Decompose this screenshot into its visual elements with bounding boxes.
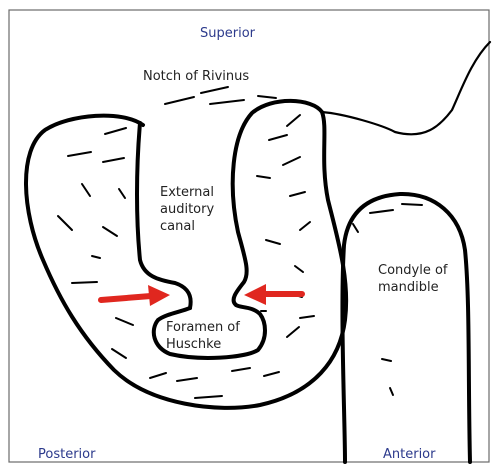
label-condyle-line1: Condyle of bbox=[378, 262, 448, 279]
condyle-hatching bbox=[353, 204, 422, 395]
label-foramen-line2: Huschke bbox=[166, 336, 240, 353]
arrow-anterior bbox=[244, 284, 302, 305]
label-eac-line2: auditory bbox=[160, 201, 214, 218]
label-posterior: Posterior bbox=[38, 446, 95, 463]
notch-dashes bbox=[165, 87, 276, 104]
label-eac-line3: canal bbox=[160, 218, 214, 235]
condyle-outline bbox=[342, 194, 470, 462]
upper-contour bbox=[322, 42, 490, 134]
label-superior: Superior bbox=[200, 25, 255, 42]
label-eac-line1: External bbox=[160, 184, 214, 201]
label-foramen-line1: Foramen of bbox=[166, 319, 240, 336]
tympanic-bone-outline bbox=[26, 101, 346, 408]
label-condyle-of-mandible: Condyle of mandible bbox=[378, 262, 448, 296]
label-anterior: Anterior bbox=[383, 446, 435, 463]
label-foramen-of-huschke: Foramen of Huschke bbox=[166, 319, 240, 353]
label-external-auditory-canal: External auditory canal bbox=[160, 184, 214, 235]
arrow-posterior bbox=[101, 285, 170, 306]
label-condyle-line2: mandible bbox=[378, 279, 448, 296]
label-notch-of-rivinus: Notch of Rivinus bbox=[143, 68, 249, 85]
